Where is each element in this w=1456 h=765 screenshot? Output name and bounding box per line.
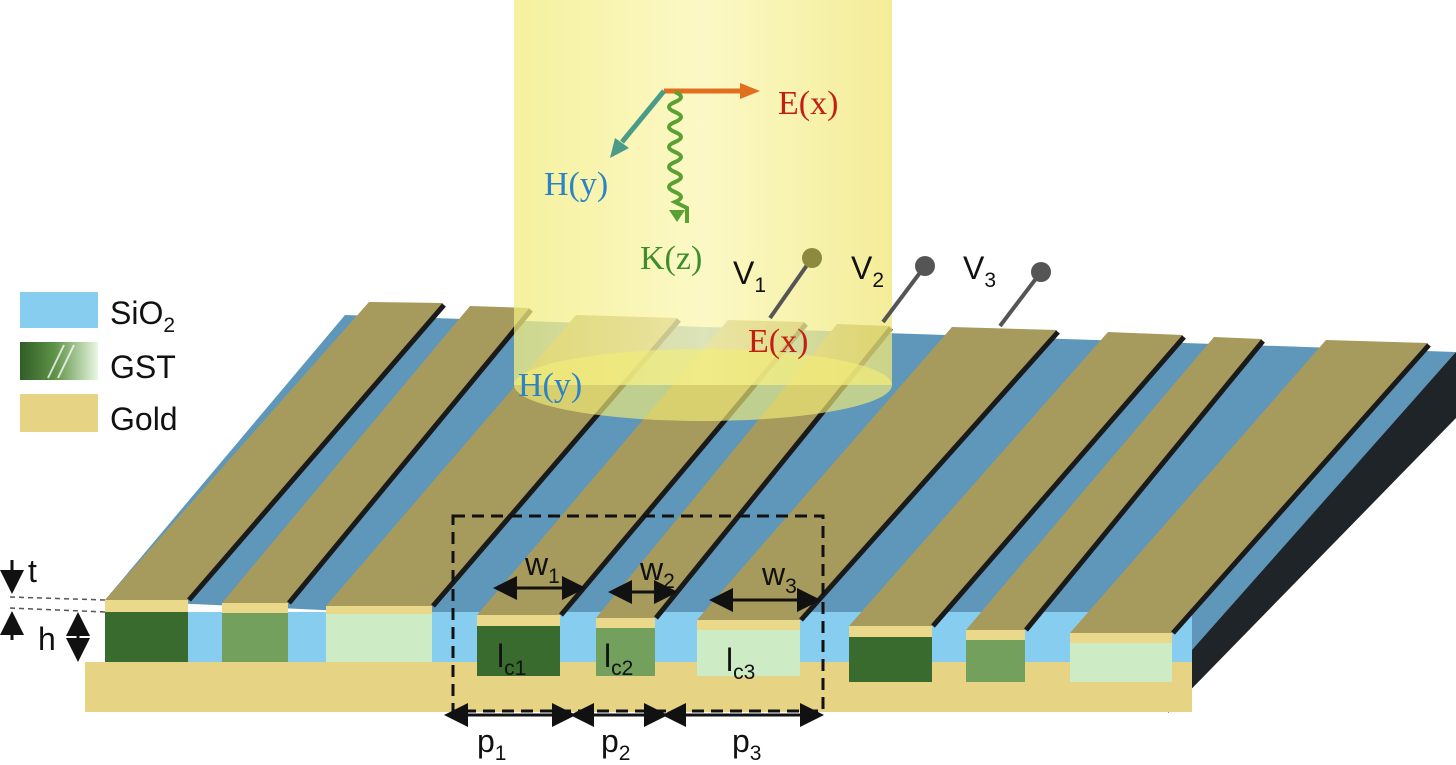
light-beam	[514, 0, 892, 421]
e-top-label: E(x)	[778, 85, 838, 122]
k-top-label: K(z)	[640, 240, 702, 277]
width-label-2: w2	[639, 551, 675, 593]
e-field-arrowhead	[740, 83, 760, 99]
width-label-3: w3	[761, 556, 797, 598]
h-top-label: H(y)	[544, 166, 608, 203]
length-label-3: lc3	[726, 642, 755, 684]
voltage-probes	[768, 248, 1051, 328]
thickness-h-label: h	[38, 621, 56, 657]
legend-swatch-sio2	[20, 292, 98, 328]
legend-gst-hatch	[47, 344, 75, 379]
probe-tip-3	[1031, 262, 1051, 282]
thickness-t-label: t	[28, 553, 37, 589]
gold-strip-fronts	[105, 600, 1172, 643]
legend-swatch-gold	[20, 394, 98, 432]
h-field-arrow	[620, 89, 666, 144]
width-labels: w1 w2 w3	[524, 546, 797, 598]
probe-tip-2	[915, 256, 935, 276]
voltage-label-1: V1	[733, 255, 766, 297]
e-surface-label: E(x)	[748, 323, 808, 360]
voltage-label-2: V2	[851, 250, 884, 292]
k-wave-arrowhead	[669, 210, 685, 222]
gst-blocks	[105, 612, 1172, 682]
field-vectors	[610, 83, 760, 223]
voltage-labels: V1 V2 V3	[733, 250, 996, 297]
legend-label-gold: Gold	[110, 401, 178, 437]
h-field-arrowhead	[610, 138, 629, 158]
probe-tip-1	[802, 248, 822, 268]
device	[85, 302, 1456, 713]
period-label-1: p1	[477, 723, 506, 765]
width-label-1: w1	[524, 546, 560, 588]
period-label-3: p3	[732, 723, 761, 765]
legend-label-sio2: SiO2	[110, 295, 175, 337]
legend: SiO2 GST Gold	[20, 292, 178, 437]
period-label-2: p2	[601, 723, 630, 765]
width-dimensions	[493, 576, 821, 612]
length-labels: lc1 lc2 lc3	[497, 638, 755, 684]
period-labels: p1 p2 p3	[477, 723, 761, 765]
k-wave	[667, 90, 689, 223]
length-label-1: lc1	[497, 638, 526, 680]
length-label-2: lc2	[604, 638, 633, 680]
thickness-annotation: t h	[0, 553, 106, 662]
voltage-label-3: V3	[963, 250, 996, 292]
device-right-side	[1168, 352, 1456, 713]
h-surface-label: H(y)	[518, 367, 582, 404]
field-labels: E(x) H(y) K(z) E(x) H(y)	[518, 85, 838, 404]
legend-label-gst: GST	[110, 349, 176, 385]
